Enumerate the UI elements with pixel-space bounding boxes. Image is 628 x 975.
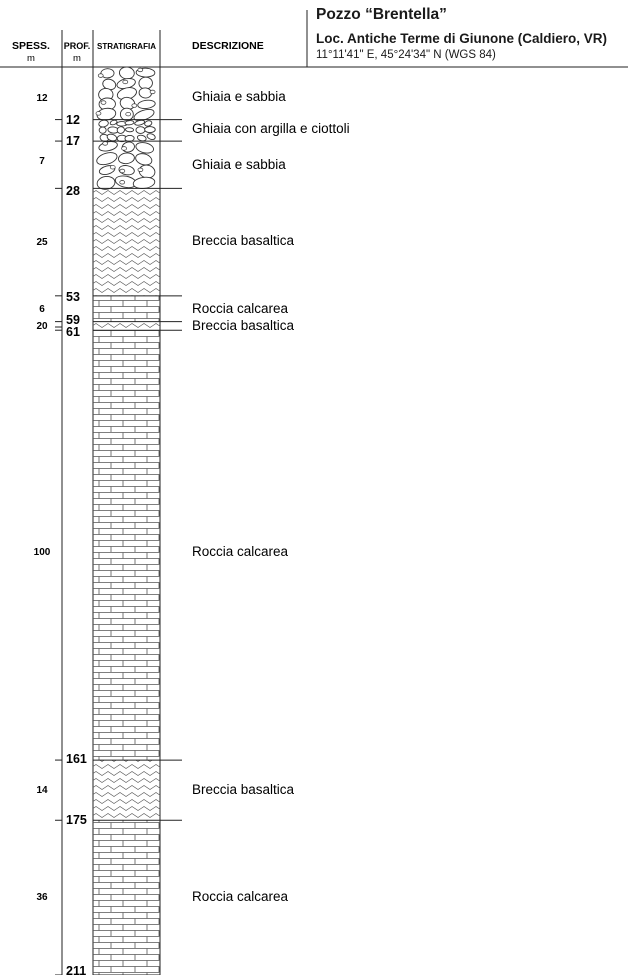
depth-label: 175 (66, 813, 87, 827)
layer-5 (93, 321, 160, 331)
layer-description-label: Ghiaia e sabbia (192, 89, 286, 104)
depth-label: 161 (66, 752, 87, 766)
layer-fill-wavy (93, 760, 160, 821)
layer-6 (93, 330, 160, 761)
layer-description-label: Breccia basaltica (192, 233, 295, 248)
layer-description-label: Breccia basaltica (192, 318, 295, 333)
layer-thickness-label: 20 (36, 321, 48, 332)
layer-2 (96, 141, 156, 190)
layer-fill-brick (93, 820, 160, 975)
pebble-small (102, 141, 109, 146)
pebble (124, 120, 135, 126)
pebble-small (121, 146, 127, 151)
depth-label: 12 (66, 113, 80, 127)
depth-label: 53 (66, 290, 80, 304)
layer-1 (98, 119, 156, 143)
layer-thickness-label: 6 (39, 304, 45, 315)
pebble (135, 142, 155, 154)
pebble (132, 176, 156, 189)
layer-8 (93, 820, 160, 975)
col-thickness-unit: m (27, 53, 35, 64)
pebble (116, 126, 125, 134)
well-title: Pozzo “Brentella” (316, 6, 447, 23)
layer-thickness-label: 25 (36, 237, 48, 248)
col-description-header: DESCRIZIONE (192, 40, 264, 52)
pebble-small (125, 111, 132, 117)
layer-description-label: Roccia calcarea (192, 301, 289, 316)
pebble (118, 66, 135, 80)
pebble (98, 126, 107, 134)
pebble-small (100, 100, 107, 105)
pebble (135, 153, 153, 166)
pebble-small (95, 111, 102, 116)
pebble-small (137, 167, 144, 172)
layer-description-label: Ghiaia e sabbia (192, 157, 286, 172)
depth-label: 61 (66, 325, 80, 339)
pebble (98, 119, 109, 128)
pebble-small (119, 168, 126, 174)
layer-fill-brick (93, 330, 160, 761)
layer-thickness-label: 14 (36, 785, 48, 796)
pebble-small (149, 89, 156, 95)
layer-4 (93, 295, 160, 322)
pebble (137, 99, 156, 110)
layer-7 (93, 760, 160, 821)
depth-label: 17 (66, 134, 80, 148)
layer-fill-brick (93, 295, 160, 322)
pebble-small (122, 79, 129, 85)
pebble (106, 133, 118, 142)
pebble (134, 119, 146, 126)
pebble (96, 152, 118, 166)
depth-label: 28 (66, 184, 80, 198)
layer-fill-wavy (93, 321, 160, 331)
layer-description-label: Roccia calcarea (192, 889, 289, 904)
pebble (146, 133, 156, 140)
pebble-small (109, 165, 116, 170)
col-strat-header: STRATIGRAFIA (97, 42, 156, 51)
pebble (118, 152, 135, 165)
layer-fill-wavy (93, 188, 160, 296)
col-depth-header: PROF. (64, 41, 91, 51)
depth-label: 59 (66, 313, 80, 327)
pebble-small (137, 67, 144, 73)
layer-0 (95, 66, 156, 122)
col-thickness-header: SPESS. (12, 40, 50, 52)
pebble (144, 126, 156, 134)
pebble (98, 141, 118, 152)
pebble-small (119, 180, 126, 185)
layer-description-label: Breccia basaltica (192, 782, 295, 797)
well-location: Loc. Antiche Terme di Giunone (Caldiero,… (316, 31, 608, 46)
pebble (135, 126, 146, 134)
layer-thickness-label: 100 (34, 547, 51, 558)
layer-description-label: Roccia calcarea (192, 544, 289, 559)
pebble-small (97, 73, 104, 78)
pebble (109, 119, 118, 126)
well-coordinates: 11°11'41" E, 45°24'34" N (WGS 84) (316, 49, 496, 61)
layer-thickness-label: 12 (36, 93, 48, 104)
pebble (124, 127, 135, 133)
col-depth-unit: m (73, 53, 81, 64)
pebble-small (131, 103, 138, 108)
layer-thickness-label: 36 (36, 892, 48, 903)
layer-3 (93, 188, 160, 296)
depth-label: 211 (66, 964, 86, 975)
layer-description-label: Ghiaia con argilla e ciottoli (192, 121, 350, 136)
pebble (144, 120, 153, 127)
layer-thickness-label: 7 (39, 156, 45, 167)
